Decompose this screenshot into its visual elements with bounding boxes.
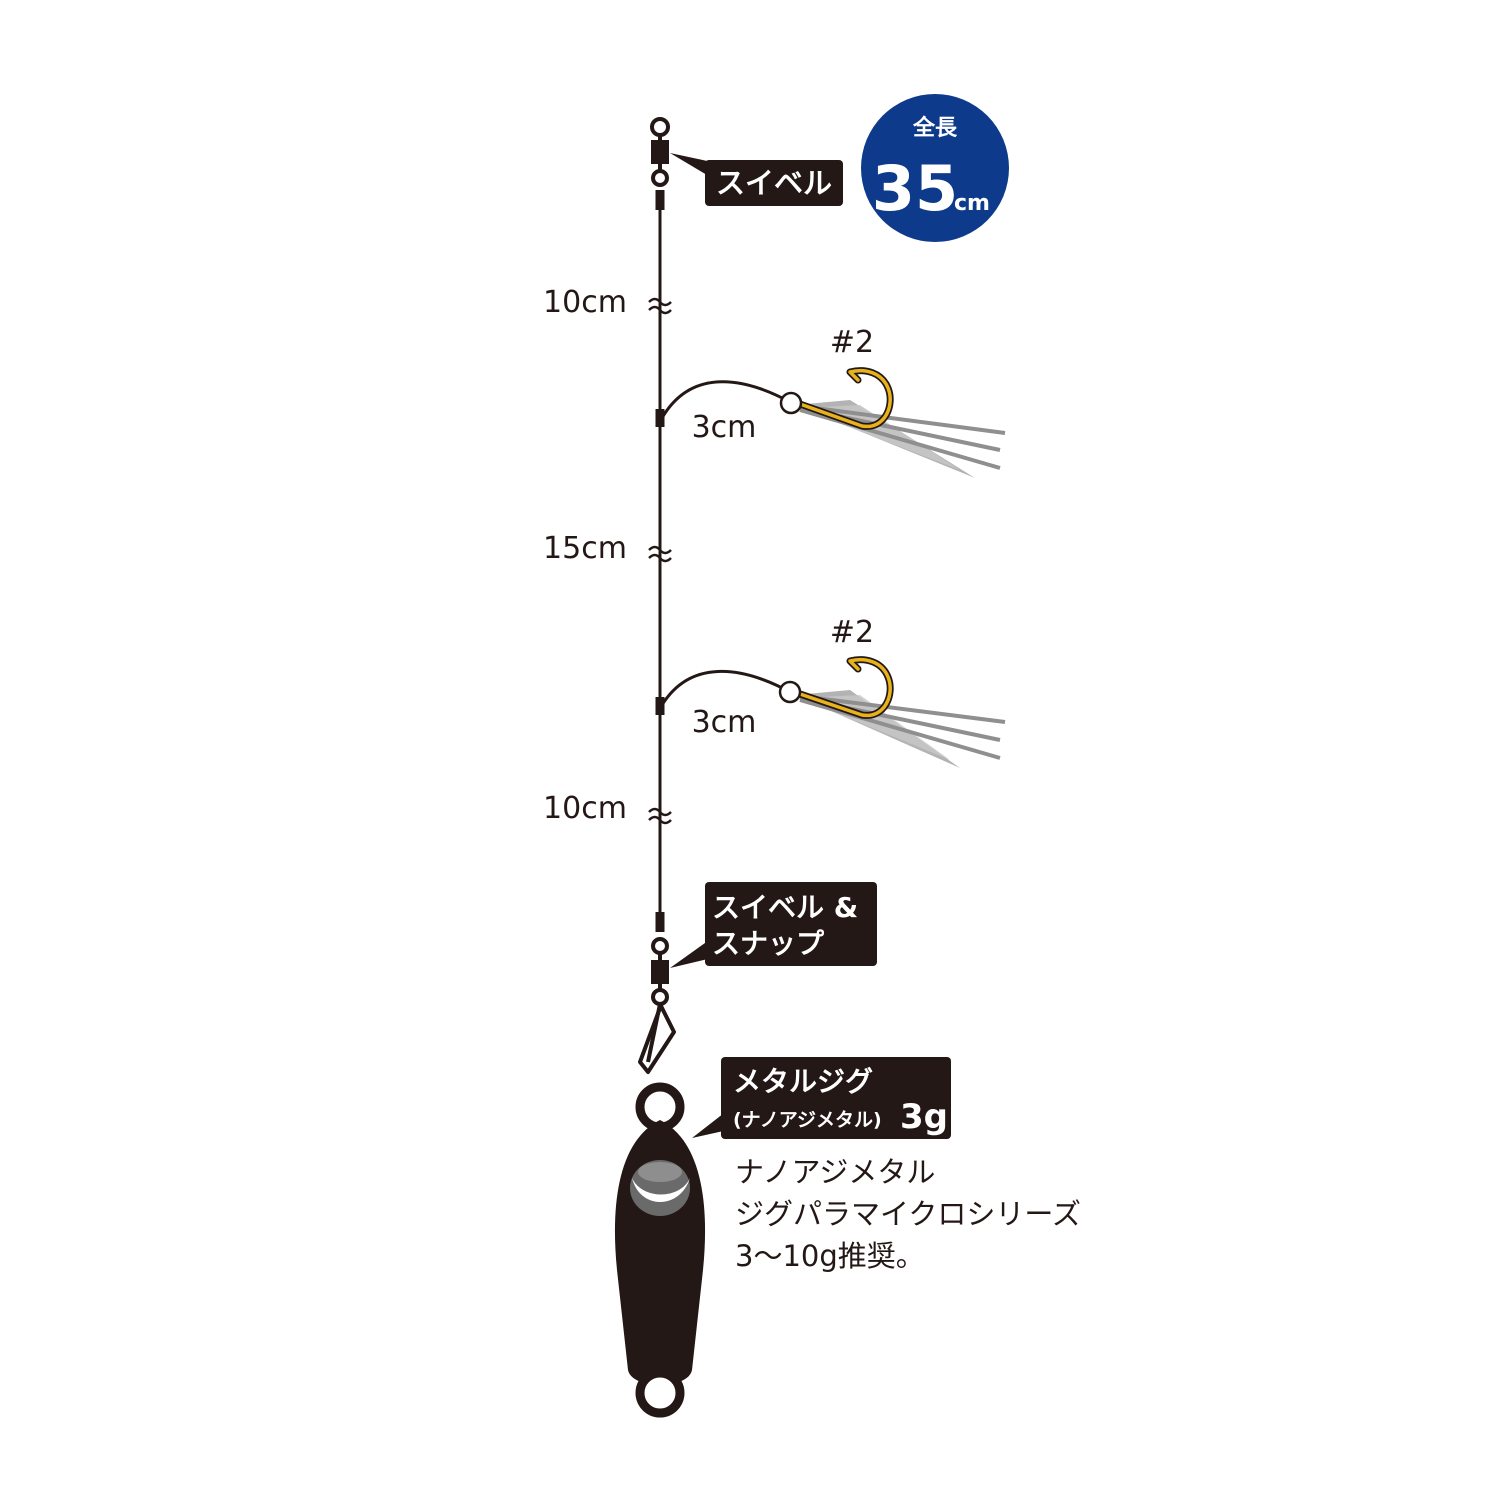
hook-icon [796, 367, 894, 430]
jig-weight: 3g [900, 1097, 948, 1137]
recommendation-note: ナノアジメタル ジグパラマイクロシリーズ 3〜10g推奨。 [735, 1155, 1081, 1273]
swivel-icon [650, 117, 670, 187]
swivel-snap-label-line1: スイベル & [712, 891, 858, 924]
branch-1-hook-size: #2 [830, 325, 874, 360]
metal-jig-callout: メタルジグ (ナノアジメタル) 3g [692, 1057, 951, 1139]
bead-icon [779, 391, 803, 415]
note-line-2: ジグパラマイクロシリーズ [735, 1197, 1081, 1231]
total-length-badge: 全長 35 cm [861, 94, 1009, 242]
branch-2-hook-size: #2 [830, 615, 874, 650]
hook-icon [796, 656, 894, 719]
branch-2: #2 3cm [660, 615, 1006, 768]
branch-1-length: 3cm [692, 410, 757, 445]
note-line-3: 3〜10g推奨。 [735, 1239, 925, 1273]
segment-middle-label: 15cm [543, 531, 627, 566]
swivel-callout: スイベル [670, 153, 843, 206]
swivel-icon [651, 937, 669, 1006]
total-length-value: 35 [872, 152, 958, 225]
total-length-unit: cm [954, 191, 990, 216]
swivel-label: スイベル [716, 166, 832, 200]
branch-2-length: 3cm [692, 705, 757, 740]
swivel-snap-callout: スイベル & スナップ [670, 882, 877, 968]
total-length-label: 全長 [912, 115, 958, 141]
snap-icon [638, 1003, 676, 1074]
note-line-1: ナノアジメタル [735, 1155, 935, 1189]
jig-label-line2: (ナノアジメタル) [733, 1109, 882, 1131]
metal-jig-icon [614, 1082, 706, 1418]
branch-1: #2 3cm [660, 325, 1006, 478]
bead-icon [778, 680, 802, 704]
swivel-snap-label-line2: スナップ [712, 927, 825, 960]
segment-top-label: 10cm [543, 285, 627, 320]
break-marks [648, 297, 672, 825]
segment-bottom-label: 10cm [543, 791, 627, 826]
jig-label-line1: メタルジグ [733, 1065, 873, 1098]
